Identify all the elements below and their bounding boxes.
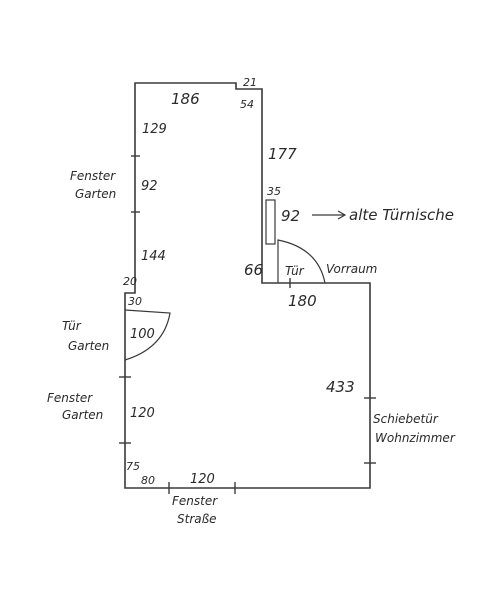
label-window-garden-lower-2: Garten [62, 408, 103, 422]
label-window-street-2: Straße [177, 512, 217, 526]
measure-inner-wall: 180 [288, 292, 317, 310]
measure-left-window-lower: 120 [130, 406, 155, 421]
measure-top-step: 21 [243, 76, 257, 89]
label-door-vorraum: Tür [285, 264, 305, 278]
measure-right-upper: 177 [268, 145, 297, 163]
measure-door-garden: 100 [130, 327, 155, 342]
measure-right-long: 433 [326, 378, 355, 396]
label-window-garden-upper-2: Garten [75, 187, 116, 201]
outer-wall [124, 82, 371, 489]
label-window-garden-upper: Fenster [70, 169, 116, 183]
garden-door-swing [124, 309, 171, 361]
label-door-garden-2: Garten [68, 339, 109, 353]
niche-arrow [312, 210, 347, 220]
label-door-garden: Tür [62, 319, 82, 333]
measure-niche: 92 [281, 207, 300, 225]
label-sliding-door-2: Wohnzimmer [375, 431, 456, 445]
measure-left-offset: 20 [123, 275, 137, 288]
measure-bottom-window: 120 [190, 472, 215, 487]
label-window-garden-lower: Fenster [47, 391, 93, 405]
door-niche [265, 199, 276, 245]
measure-right-lower: 66 [244, 261, 263, 279]
measure-door-gap: 30 [128, 295, 142, 308]
vorraum-door-swing [277, 239, 326, 284]
measure-step-down: 54 [240, 98, 254, 111]
label-sliding-door: Schiebetür [373, 412, 439, 426]
label-window-street: Fenster [172, 494, 218, 508]
measure-left-window: 92 [141, 179, 158, 194]
measure-bottom-left: 80 [141, 474, 155, 487]
measure-left-upper: 129 [142, 122, 167, 137]
measure-left-lower: 144 [141, 249, 166, 264]
measure-top-left: 186 [171, 90, 200, 108]
label-door-vorraum-2: Vorraum [326, 262, 377, 276]
measure-niche-top: 35 [267, 185, 281, 198]
measure-bottom-corner: 75 [126, 460, 140, 473]
label-niche-note: alte Türnische [349, 206, 454, 224]
